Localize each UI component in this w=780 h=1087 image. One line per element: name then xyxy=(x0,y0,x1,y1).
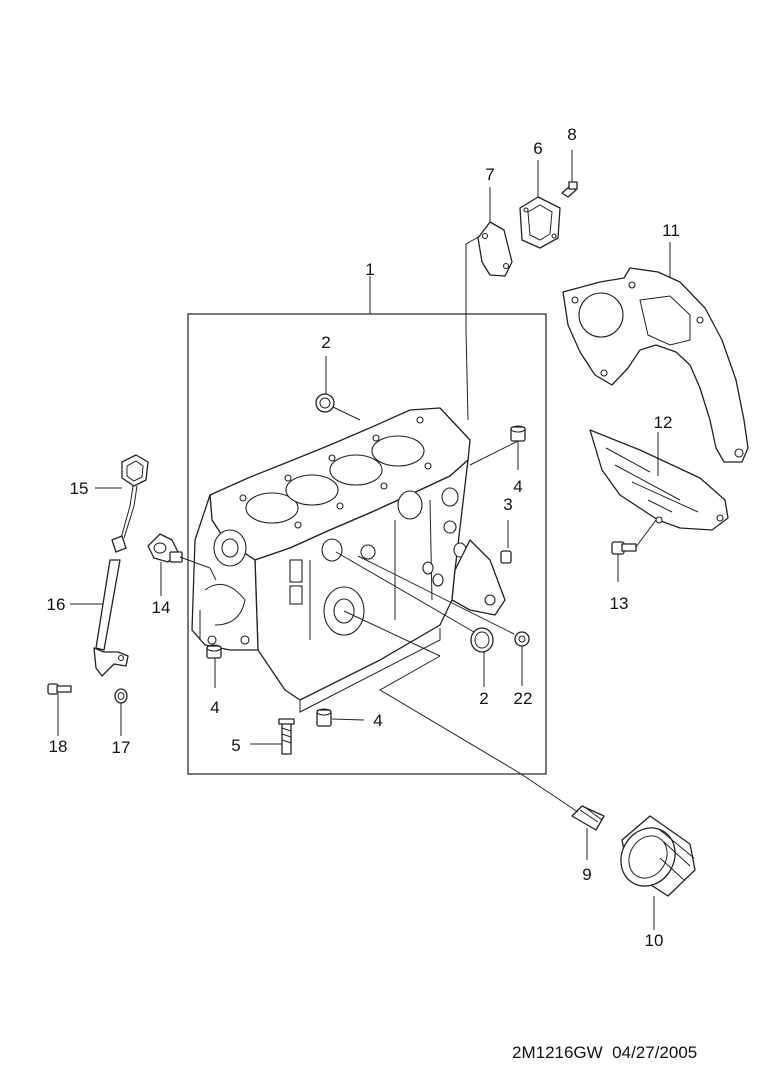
o-ring xyxy=(114,688,128,704)
callout-17: 17 xyxy=(112,738,131,757)
callout-6: 6 xyxy=(533,139,542,158)
dipstick-guide-tube xyxy=(93,535,129,677)
bolt xyxy=(278,718,295,755)
callout-16: 16 xyxy=(47,595,66,614)
callout-1: 1 xyxy=(365,260,374,279)
callout-2-bottom: 2 xyxy=(479,689,488,708)
callout-14: 14 xyxy=(152,598,171,617)
callout-2-top: 2 xyxy=(321,333,330,352)
callout-4-top: 4 xyxy=(513,477,522,496)
callout-4-left: 4 xyxy=(210,698,219,717)
oil-filter-fitting xyxy=(571,805,605,831)
drain-plug-top xyxy=(510,425,526,442)
engine-block-frame xyxy=(187,313,547,775)
drawing-date: 04/27/2005 xyxy=(612,1043,698,1062)
drain-plug-bottom xyxy=(316,708,332,727)
timing-shield xyxy=(589,429,729,531)
callout-22: 22 xyxy=(514,689,533,708)
callout-9: 9 xyxy=(582,865,591,884)
core-plug-top xyxy=(315,393,335,413)
guide-bolt xyxy=(47,683,72,695)
callout-11: 11 xyxy=(662,221,680,240)
callout-15: 15 xyxy=(70,479,89,498)
seal-ring xyxy=(514,631,530,647)
oil-dipstick xyxy=(120,454,149,539)
drain-plug-left xyxy=(206,644,222,659)
oil-filter xyxy=(620,815,696,897)
dowel-pin xyxy=(500,550,512,564)
callout-3: 3 xyxy=(503,495,512,514)
core-plug-bottom xyxy=(470,627,494,653)
callout-5: 5 xyxy=(231,736,240,755)
callout-13: 13 xyxy=(610,594,629,613)
callout-7: 7 xyxy=(485,165,494,184)
cover-gasket xyxy=(519,196,561,249)
drawing-code: 2M1216GW xyxy=(512,1043,603,1062)
cylinder-block xyxy=(191,407,506,713)
oil-pressure-switch xyxy=(147,533,183,563)
shield-bolt xyxy=(611,541,637,555)
cover-plate xyxy=(477,221,513,277)
water-pump-gasket-plate xyxy=(562,267,749,463)
leader-lines xyxy=(57,150,671,930)
cover-screw xyxy=(561,181,578,198)
callout-8: 8 xyxy=(567,125,576,144)
callout-12: 12 xyxy=(654,413,673,432)
callout-4-bottom: 4 xyxy=(373,711,382,730)
drawing-footer: 2M1216GW 04/27/2005 xyxy=(512,1043,697,1063)
callout-18: 18 xyxy=(49,737,68,756)
callout-10: 10 xyxy=(645,931,664,950)
